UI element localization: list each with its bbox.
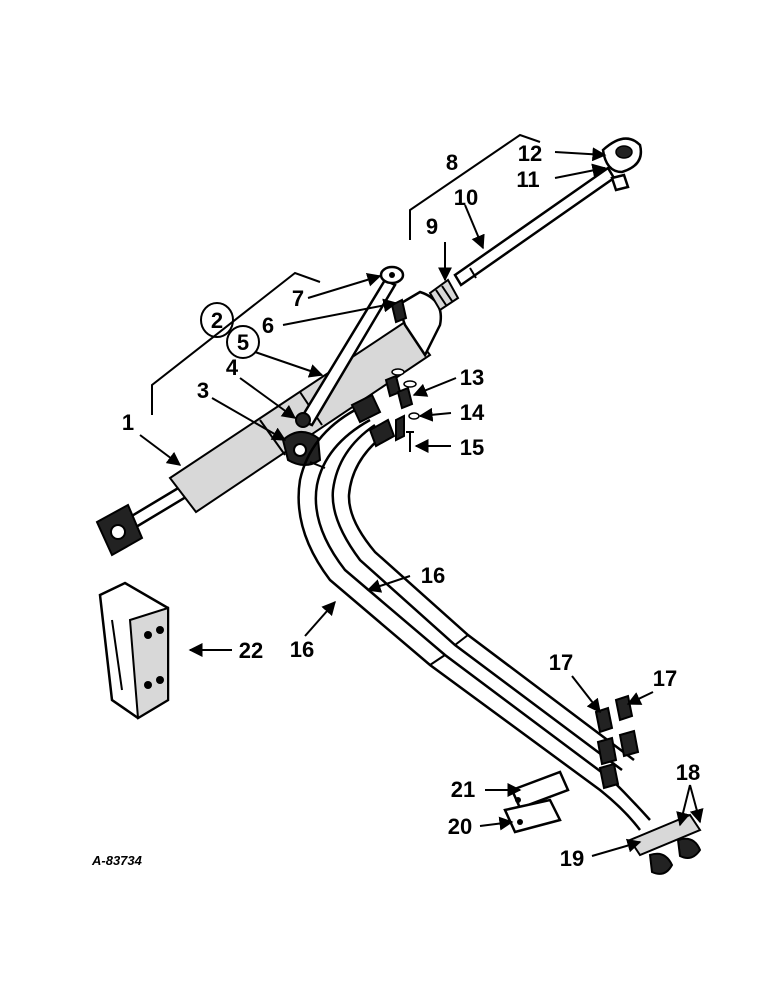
lower-fittings: [594, 694, 640, 790]
callout-2: 2: [211, 308, 223, 333]
fitting: [428, 278, 460, 312]
callout-16-right: 16: [421, 563, 445, 588]
callout-19: 19: [560, 846, 584, 871]
mounting-bracket: [98, 581, 170, 720]
callout-12: 12: [518, 141, 542, 166]
callout-7: 7: [292, 286, 304, 311]
rod-assembly: [453, 137, 643, 287]
circle-mark-2: [200, 302, 234, 338]
callout-17-left: 17: [549, 650, 573, 675]
callout-9: 9: [426, 214, 438, 239]
callout-15: 15: [460, 435, 484, 460]
callout-5: 5: [237, 330, 249, 355]
callout-labels: 1 2 3 4 5 6 7 8 9 10 11 12 13 14 15 16 1…: [122, 141, 700, 871]
callout-14: 14: [460, 400, 485, 425]
group-bracket-8: [409, 133, 541, 240]
callout-1: 1: [122, 410, 134, 435]
anchor-clamp: [281, 431, 326, 469]
callout-18: 18: [676, 760, 700, 785]
callout-22: 22: [239, 638, 263, 663]
group-bracket-2: [151, 271, 321, 415]
callout-8: 8: [446, 150, 458, 175]
coupler-bracket: [628, 813, 702, 875]
callout-3: 3: [197, 378, 209, 403]
hydraulic-hoses: [297, 393, 651, 831]
callout-4: 4: [226, 355, 239, 380]
callout-6: 6: [262, 313, 274, 338]
callout-21: 21: [451, 777, 475, 802]
callout-16-left: 16: [290, 637, 314, 662]
figure-code: A-83734: [91, 853, 143, 868]
callout-11: 11: [516, 167, 539, 192]
small-fittings: [384, 368, 420, 452]
hose-clamps: [503, 770, 570, 834]
callout-10: 10: [454, 185, 478, 210]
callout-13: 13: [460, 365, 484, 390]
leader-lines: [139, 147, 704, 857]
circle-mark-5: [226, 325, 260, 359]
callout-20: 20: [448, 814, 472, 839]
callout-17-right: 17: [653, 666, 677, 691]
brace-link: [295, 265, 408, 428]
